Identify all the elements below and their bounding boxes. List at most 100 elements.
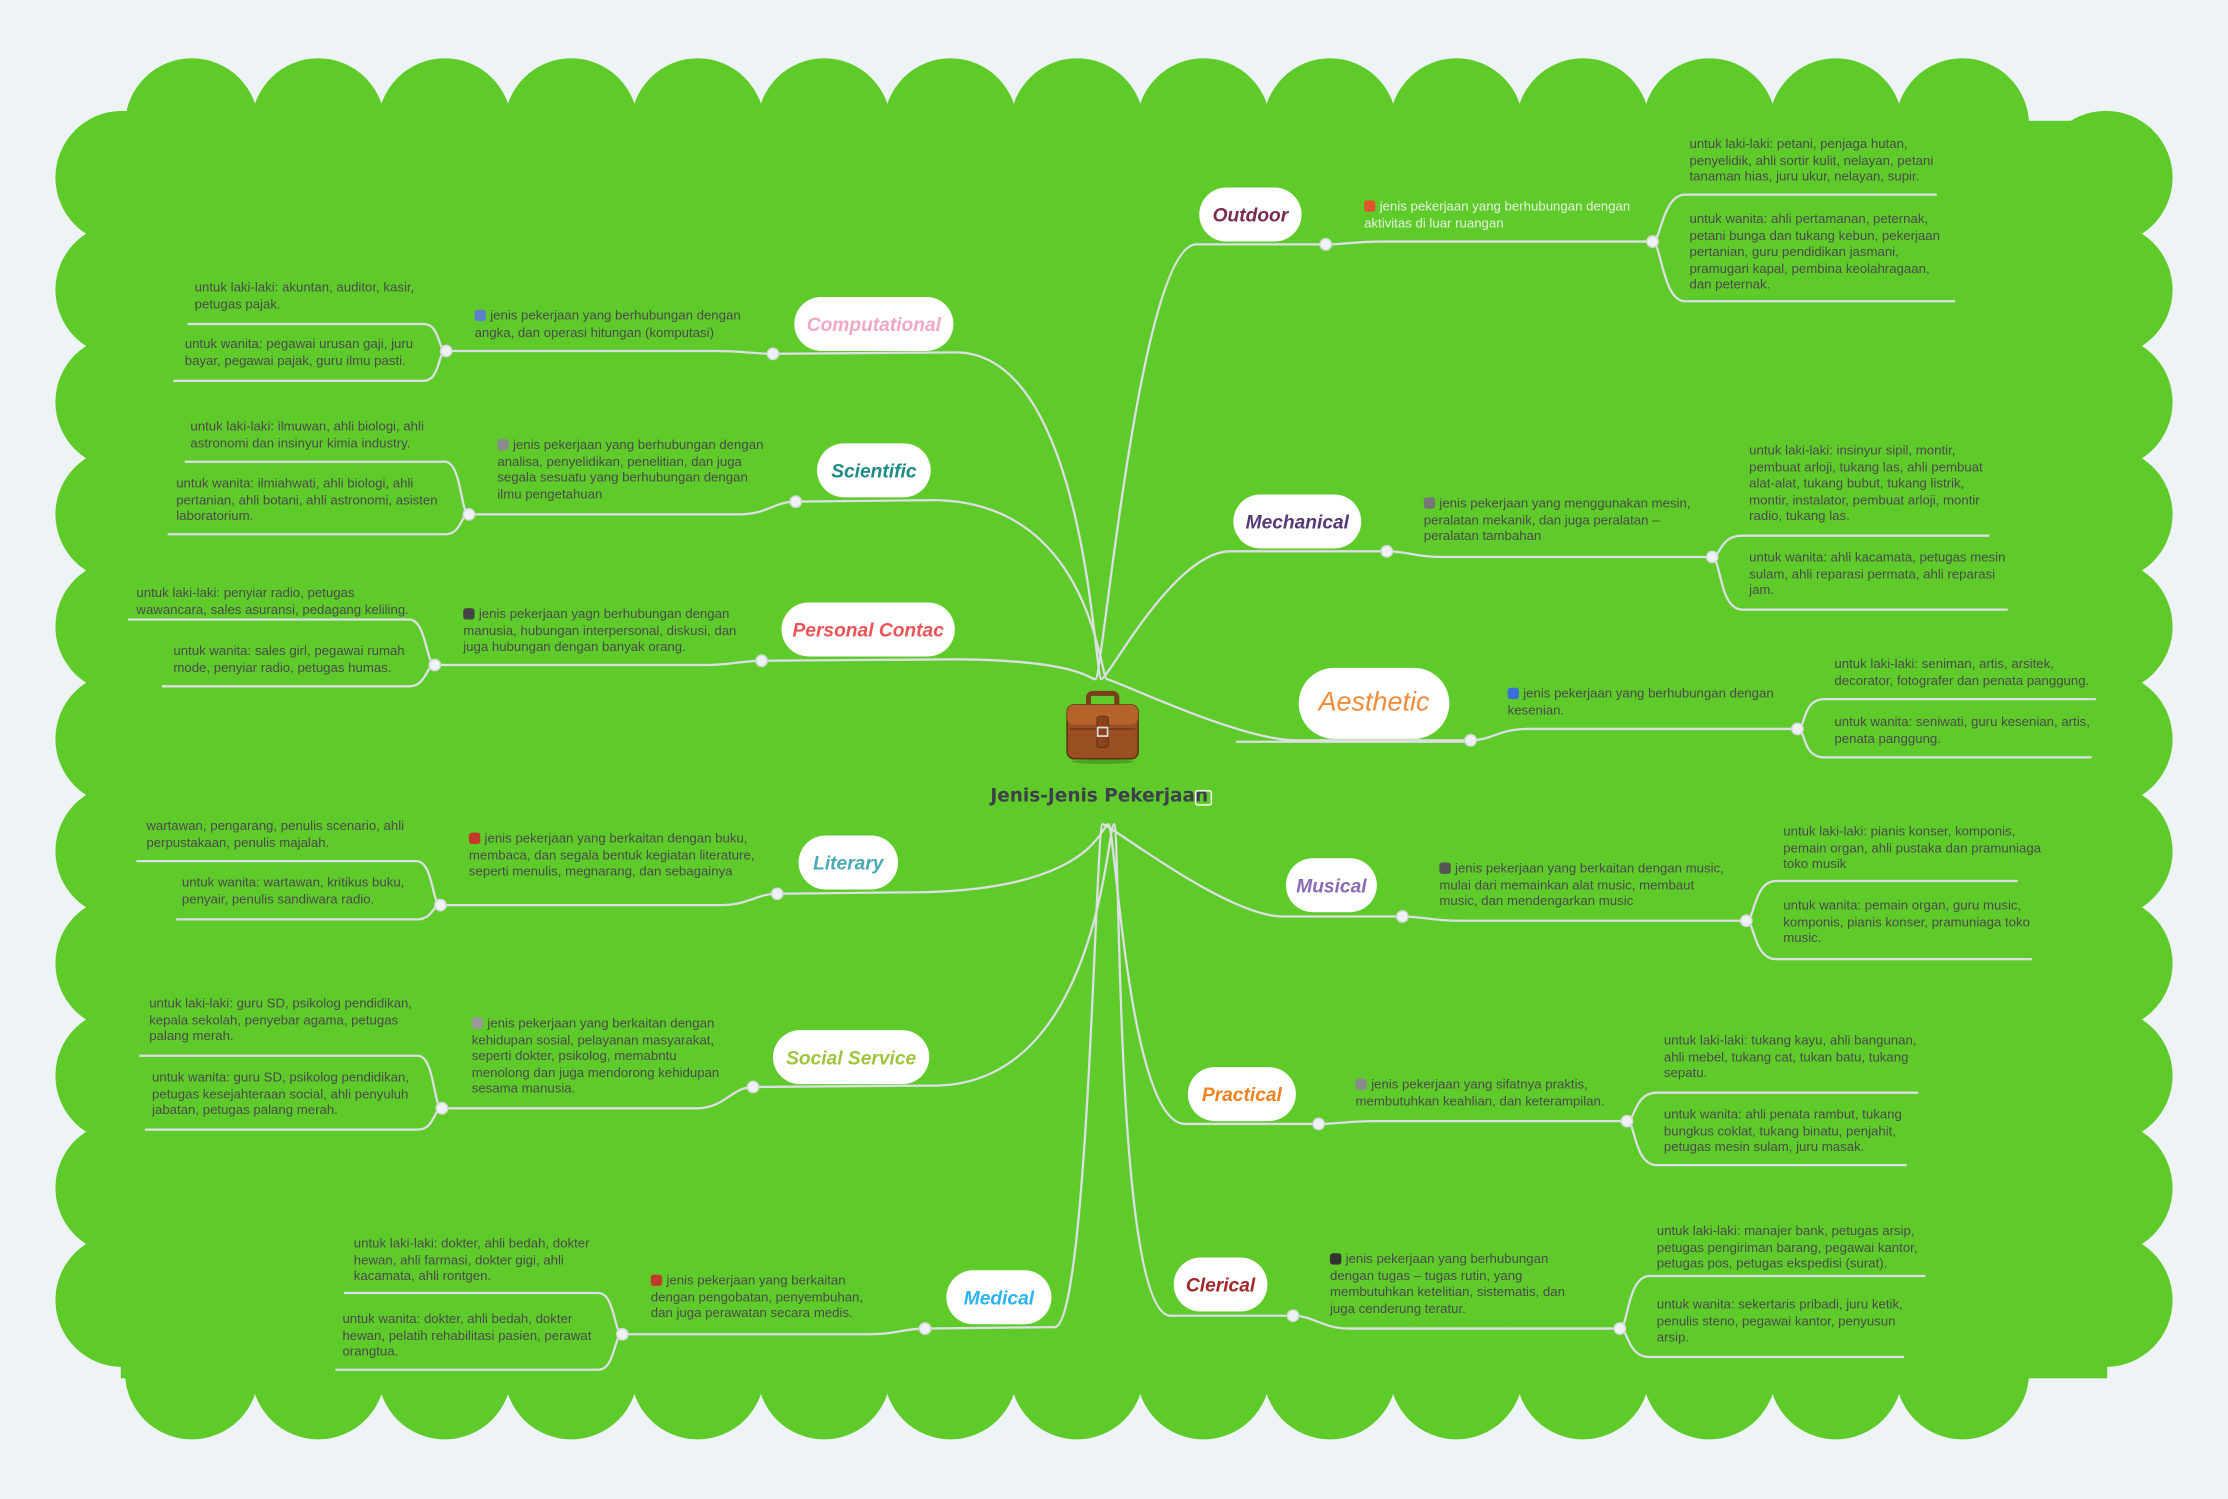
subtopic-women[interactable]: untuk wanita: sales girl, pegawai rumah …: [173, 643, 405, 675]
topic-description[interactable]: jenis pekerjaan yang menggunakan mesin, …: [1423, 496, 1708, 545]
topic-scientific[interactable]: Scientific: [817, 443, 931, 498]
topic-description[interactable]: jenis pekerjaan yang berhubungan dengan …: [1507, 686, 1792, 719]
subtopic-men[interactable]: untuk laki-laki: seniman, artis, arsitek…: [1834, 656, 2090, 688]
microscope-icon: [497, 439, 509, 451]
description-text: jenis pekerjaan yang berkaitan dengan bu…: [468, 831, 755, 879]
scallop: [251, 1305, 386, 1440]
topic-description[interactable]: jenis pekerjaan yang berhubungan dengan …: [1364, 199, 1634, 232]
scallop: [504, 58, 638, 192]
main-connector: [772, 351, 1103, 681]
root-topic-title[interactable]: Jenis-Jenis Pekerjaan: [990, 785, 1209, 808]
subtopic-women[interactable]: untuk wanita: wartawan, kritikus buku, p…: [181, 875, 405, 906]
image-icon[interactable]: [1194, 790, 1213, 806]
topic-practical[interactable]: Practical: [1187, 1067, 1296, 1122]
scallop: [55, 447, 189, 582]
subtopic-men[interactable]: untuk laki-laki: dokter, ahli bedah, dok…: [353, 1236, 590, 1284]
collapse-toggle[interactable]: [770, 887, 784, 901]
scallop: [251, 58, 386, 192]
subtopic-women[interactable]: untuk wanita: ahli kacamata, petugas mes…: [1749, 549, 2006, 598]
collapse-toggle[interactable]: [1620, 1114, 1634, 1128]
collapse-toggle[interactable]: [1312, 1117, 1326, 1131]
topic-description[interactable]: jenis pekerjaan yang berkaitan dengan bu…: [468, 831, 760, 880]
topic-description[interactable]: jenis pekerjaan yang sifatnya praktis, m…: [1355, 1077, 1612, 1110]
collapse-toggle[interactable]: [1613, 1322, 1627, 1335]
scallop: [1642, 1305, 1777, 1440]
subtopic-women[interactable]: untuk wanita: ahli pertamanan, peternak,…: [1689, 211, 1940, 292]
subtopic-men[interactable]: untuk laki-laki: tukang kayu, ahli bangu…: [1663, 1033, 1917, 1081]
subtopic-women[interactable]: untuk wanita: ahli penata rambut, tukang…: [1663, 1106, 1902, 1155]
collapse-toggle[interactable]: [1705, 550, 1719, 564]
collapse-toggle[interactable]: [1286, 1309, 1300, 1323]
collapse-toggle[interactable]: [1396, 910, 1409, 923]
collapse-toggle[interactable]: [615, 1327, 629, 1341]
description-connector: [1470, 727, 1798, 742]
description-connector: [440, 892, 778, 907]
topic-description[interactable]: jenis pekerjaan yang berkaitan dengan pe…: [650, 1273, 878, 1322]
subtopic-men[interactable]: untuk laki-laki: manajer bank, petugas a…: [1656, 1223, 1918, 1271]
topic-social-service[interactable]: Social Service: [772, 1030, 930, 1085]
topic-description[interactable]: jenis pekerjaan yang berhubungan dengan …: [474, 308, 752, 341]
description-connector: [446, 349, 773, 355]
collapse-toggle[interactable]: [1380, 544, 1394, 558]
subtopic-men[interactable]: wartawan, pengarang, penulis scenario, a…: [146, 818, 405, 850]
topic-description[interactable]: jenis pekerjaan yang berkaitan dengan mu…: [1439, 861, 1730, 910]
collapse-toggle[interactable]: [1646, 235, 1659, 248]
scallop: [2039, 335, 2173, 469]
collapse-toggle[interactable]: [746, 1080, 760, 1094]
scallop: [55, 559, 189, 694]
topic-computational[interactable]: Computational: [794, 296, 954, 351]
subtopic-men[interactable]: untuk laki-laki: akuntan, auditor, kasir…: [194, 279, 415, 311]
topic-musical[interactable]: Musical: [1285, 858, 1377, 913]
description-text: jenis pekerjaan yang berkaitan dengan ke…: [471, 1015, 720, 1097]
subtopic-men[interactable]: untuk laki-laki: ilmuwan, ahli biologi, …: [190, 419, 424, 450]
topic-aesthetic[interactable]: Aesthetic: [1298, 667, 1450, 739]
subtopic-women[interactable]: untuk wanita: pemain organ, guru music, …: [1783, 898, 2030, 946]
collapse-toggle[interactable]: [439, 344, 453, 358]
collapse-toggle[interactable]: [462, 507, 476, 521]
description-text: jenis pekerjaan yang berkaitan dengan pe…: [650, 1273, 864, 1321]
description-text: jenis pekerjaan yang berhubungan dengan …: [474, 308, 741, 340]
collapse-toggle[interactable]: [1791, 722, 1804, 736]
subtopic-women[interactable]: untuk wanita: seniwati, guru kesenian, a…: [1834, 714, 2090, 746]
subtopic-women[interactable]: untuk wanita: guru SD, psikolog pendidik…: [152, 1069, 410, 1118]
subtopic-men[interactable]: untuk laki-laki: guru SD, psikolog pendi…: [149, 996, 413, 1044]
subtopic-women[interactable]: untuk wanita: dokter, ahli bedah, dokter…: [342, 1311, 592, 1359]
topic-mechanical[interactable]: Mechanical: [1233, 494, 1362, 549]
subtopic-men[interactable]: untuk laki-laki: pianis konser, komponis…: [1783, 824, 2042, 872]
topic-description[interactable]: jenis pekerjaan yang berhubungan dengan …: [497, 438, 774, 504]
topic-clerical[interactable]: Clerical: [1173, 1257, 1268, 1312]
description-connector: [1293, 1314, 1620, 1330]
scallop: [1389, 58, 1524, 192]
subtopic-women[interactable]: untuk wanita: ilmiahwati, ahli biologi, …: [176, 476, 438, 524]
collapse-toggle[interactable]: [1464, 733, 1478, 747]
collapse-toggle[interactable]: [1739, 914, 1753, 928]
topic-outdoor[interactable]: Outdoor: [1199, 187, 1302, 242]
description-connector: [1402, 915, 1747, 922]
topic-description[interactable]: jenis pekerjaan yagn berhubungan dengan …: [463, 607, 740, 656]
subtopic-men[interactable]: untuk laki-laki: insinyur sipil, montir,…: [1749, 443, 1983, 524]
camping-tent-icon: [1364, 200, 1376, 212]
topic-description[interactable]: jenis pekerjaan yang berkaitan dengan ke…: [471, 1015, 728, 1098]
scallop: [630, 58, 765, 192]
topic-medical[interactable]: Medical: [946, 1270, 1052, 1325]
main-connector: [777, 822, 1109, 895]
topic-personal-contac[interactable]: Personal Contac: [781, 602, 955, 657]
collapse-toggle[interactable]: [434, 898, 447, 912]
collapse-toggle[interactable]: [789, 495, 803, 508]
subtopic-men[interactable]: untuk laki-laki: penyiar radio, petugas …: [136, 585, 409, 617]
subtopic-men[interactable]: untuk laki-laki: petani, penjaga hutan, …: [1689, 136, 1934, 184]
subtopic-women[interactable]: untuk wanita: pegawai urusan gaji, juru …: [184, 336, 414, 368]
collapse-toggle[interactable]: [1319, 238, 1333, 251]
description-text: jenis pekerjaan yang berhubungan dengan …: [1364, 198, 1631, 230]
collapse-toggle[interactable]: [918, 1322, 932, 1335]
collapse-toggle[interactable]: [755, 654, 769, 668]
topic-literary[interactable]: Literary: [798, 835, 899, 890]
scallop: [2039, 223, 2173, 357]
topic-description[interactable]: jenis pekerjaan yang berhubungan dengan …: [1329, 1252, 1586, 1318]
collapse-toggle[interactable]: [428, 658, 442, 672]
subtopic-women[interactable]: untuk wanita: sekertaris pribadi, juru k…: [1656, 1297, 1903, 1345]
collapse-toggle[interactable]: [766, 347, 780, 361]
scallop: [55, 1121, 189, 1255]
collapse-toggle[interactable]: [435, 1101, 449, 1115]
